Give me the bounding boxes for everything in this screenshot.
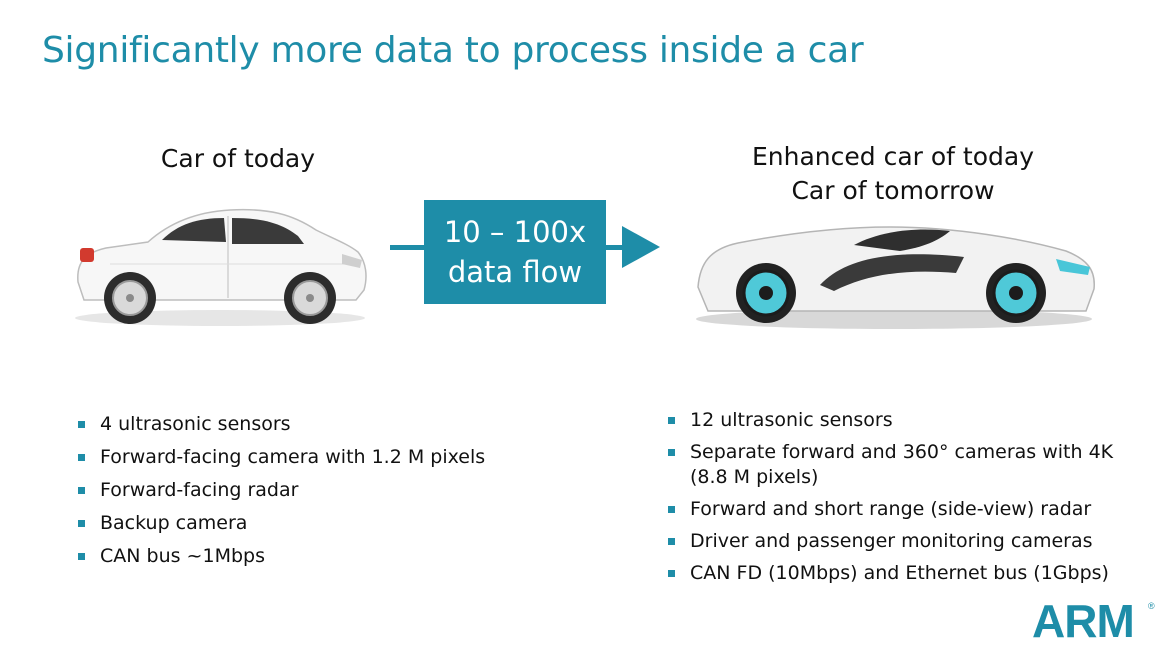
square-bullet-icon (668, 506, 675, 513)
slide-title: Significantly more data to process insid… (42, 30, 864, 71)
car-of-tomorrow-specs: 12 ultrasonic sensors Separate forward a… (666, 408, 1136, 593)
right-arrow-icon (622, 226, 660, 268)
spec-text: Backup camera (100, 512, 248, 534)
spec-text-continued: (8.8 M pixels) (690, 466, 819, 488)
spec-text: CAN FD (10Mbps) and Ethernet bus (1Gbps) (690, 562, 1109, 584)
spec-text: Forward-facing camera with 1.2 M pixels (100, 446, 486, 468)
list-item: Driver and passenger monitoring cameras (666, 529, 1136, 554)
square-bullet-icon (78, 454, 85, 461)
spec-text: Driver and passenger monitoring cameras (690, 530, 1093, 552)
flow-multiplier-text: 10 – 100x (443, 215, 587, 249)
list-item: Forward-facing radar (76, 478, 516, 503)
caption-line-enhanced: Enhanced car of today (751, 142, 1034, 171)
list-item: 12 ultrasonic sensors (666, 408, 1136, 433)
car-of-tomorrow-caption: Enhanced car of today Car of tomorrow (720, 140, 1066, 208)
list-item: Separate forward and 360° cameras with 4… (666, 440, 1136, 490)
square-bullet-icon (668, 449, 675, 456)
list-item: Backup camera (76, 511, 516, 536)
flow-label-text: data flow (447, 255, 583, 289)
list-item: CAN bus ~1Mbps (76, 544, 516, 569)
spec-text: 12 ultrasonic sensors (690, 409, 893, 431)
square-bullet-icon (78, 553, 85, 560)
square-bullet-icon (668, 417, 675, 424)
spec-text: Forward-facing radar (100, 479, 299, 501)
arm-logo: ARM (1032, 595, 1135, 647)
caption-line-tomorrow: Car of tomorrow (791, 176, 995, 205)
list-item: Forward and short range (side-view) rada… (666, 497, 1136, 522)
registered-mark: ® (1148, 601, 1155, 611)
square-bullet-icon (668, 570, 675, 577)
list-item: 4 ultrasonic sensors (76, 412, 516, 437)
spec-text: CAN bus ~1Mbps (100, 545, 265, 567)
hatchback-car-image (75, 208, 367, 326)
spec-text: Forward and short range (side-view) rada… (690, 498, 1092, 520)
concept-sports-car-image (696, 226, 1095, 329)
list-item: CAN FD (10Mbps) and Ethernet bus (1Gbps) (666, 561, 1136, 586)
spec-text: Separate forward and 360° cameras with 4… (690, 441, 1114, 463)
car-of-today-caption: Car of today (160, 144, 316, 173)
car-of-today-specs: 4 ultrasonic sensors Forward-facing came… (76, 412, 516, 577)
square-bullet-icon (78, 421, 85, 428)
square-bullet-icon (78, 487, 85, 494)
square-bullet-icon (78, 520, 85, 527)
spec-text: 4 ultrasonic sensors (100, 413, 291, 435)
data-flow-box: 10 – 100x data flow (424, 200, 606, 304)
list-item: Forward-facing camera with 1.2 M pixels (76, 445, 516, 470)
square-bullet-icon (668, 538, 675, 545)
